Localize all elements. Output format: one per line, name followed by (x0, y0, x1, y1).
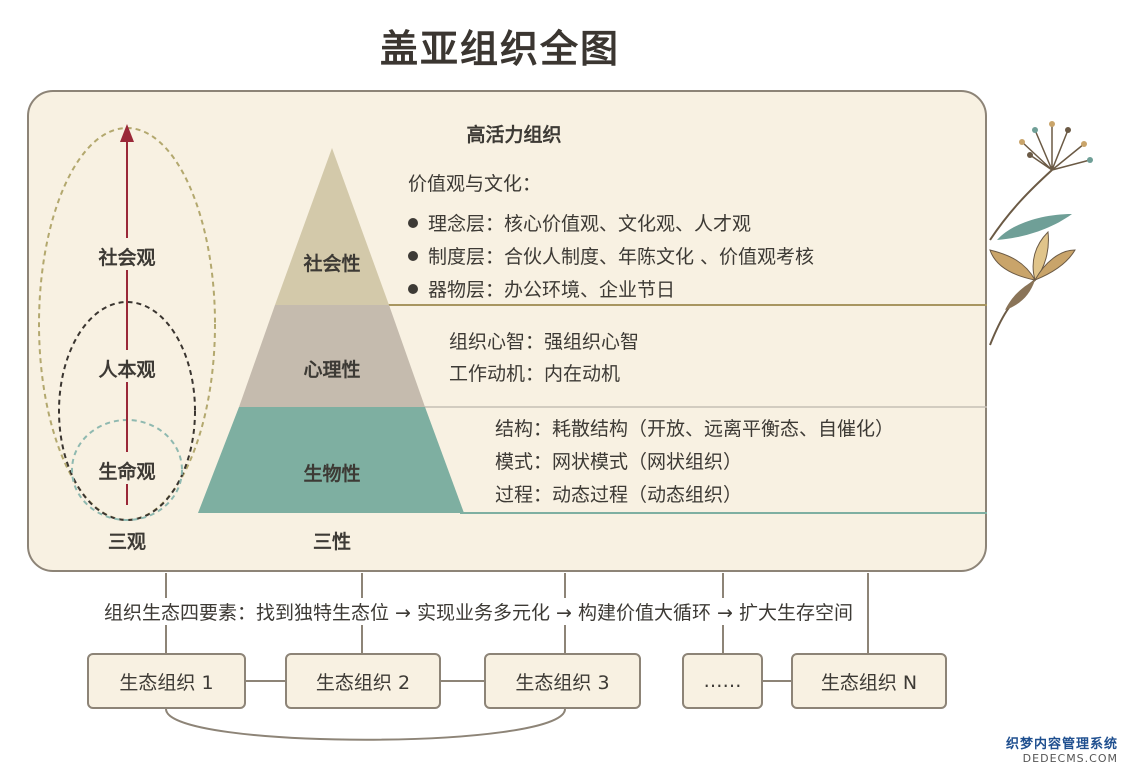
main-panel (27, 90, 987, 572)
social-heading: 价值观与文化： (408, 173, 542, 195)
pyramid-tier-social (275, 148, 389, 305)
view-label-life: 生命观 (98, 461, 156, 483)
eco-elements-line: 组织生态四要素：找到独特生态位 → 实现业务多元化 → 构建价值大循环 → 扩大… (100, 598, 857, 625)
bullet-icon (408, 250, 418, 261)
bio-line-2: 模式：网状模式（网状组织） (495, 451, 743, 473)
pyramid-footer-label: 三性 (312, 531, 351, 553)
eco-org-box-1: 生态组织 1 (87, 653, 246, 709)
pyramid-tier-psych (239, 305, 425, 407)
eco-org-box-ellipsis: …… (682, 653, 763, 709)
view-label-human: 人本观 (98, 359, 156, 381)
social-description: 价值观与文化： 理念层：核心价值观、文化观、人才观 制度层：合伙人制度、年陈文化… (408, 172, 814, 305)
top-label: 高活力组织 (466, 124, 562, 146)
ellipse-human-view (58, 301, 196, 521)
bullet-icon (408, 217, 418, 228)
pyramid-label-social: 社会性 (303, 253, 361, 275)
eco-org-box-2: 生态组织 2 (285, 653, 441, 709)
watermark: 织梦内容管理系统 DEDECMS.COM (1005, 737, 1118, 766)
pyramid-label-psych: 心理性 (303, 359, 361, 381)
social-bullet-2: 制度层：合伙人制度、年陈文化 、价值观考核 (408, 239, 814, 272)
watermark-line-1: 织梦内容管理系统 (1005, 737, 1118, 753)
views-footer-label: 三观 (107, 531, 146, 553)
view-label-social: 社会观 (98, 247, 156, 269)
diagram-title: 盖亚组织全图 (379, 26, 620, 71)
watermark-line-2: DEDECMS.COM (1022, 752, 1118, 766)
label-bg-social (90, 238, 164, 270)
bullet-icon (408, 283, 418, 294)
eco-org-box-n: 生态组织 N (791, 653, 947, 709)
pyramid-tier-bio (198, 407, 464, 513)
psych-description: 组织心智：强组织心智 工作动机：内在动机 (449, 330, 639, 394)
bio-description: 结构：耗散结构（开放、远离平衡态、自催化） 模式：网状模式（网状组织） 过程：动… (495, 417, 894, 516)
flower-decoration-icon (989, 121, 1093, 346)
social-bullet-3: 器物层：办公环境、企业节日 (408, 272, 814, 305)
arrow-head-icon (120, 124, 134, 142)
psych-line-1: 组织心智：强组织心智 (449, 331, 640, 353)
eco-org-box-3: 生态组织 3 (484, 653, 641, 709)
psych-line-2: 工作动机：内在动机 (449, 363, 621, 385)
social-bullet-1: 理念层：核心价值观、文化观、人才观 (408, 206, 814, 239)
label-bg-life (90, 452, 164, 484)
bio-line-1: 结构：耗散结构（开放、远离平衡态、自催化） (495, 418, 895, 440)
pyramid-label-bio: 生物性 (303, 463, 361, 485)
label-bg-human (90, 350, 164, 382)
bio-line-3: 过程：动态过程（动态组织） (495, 484, 743, 506)
